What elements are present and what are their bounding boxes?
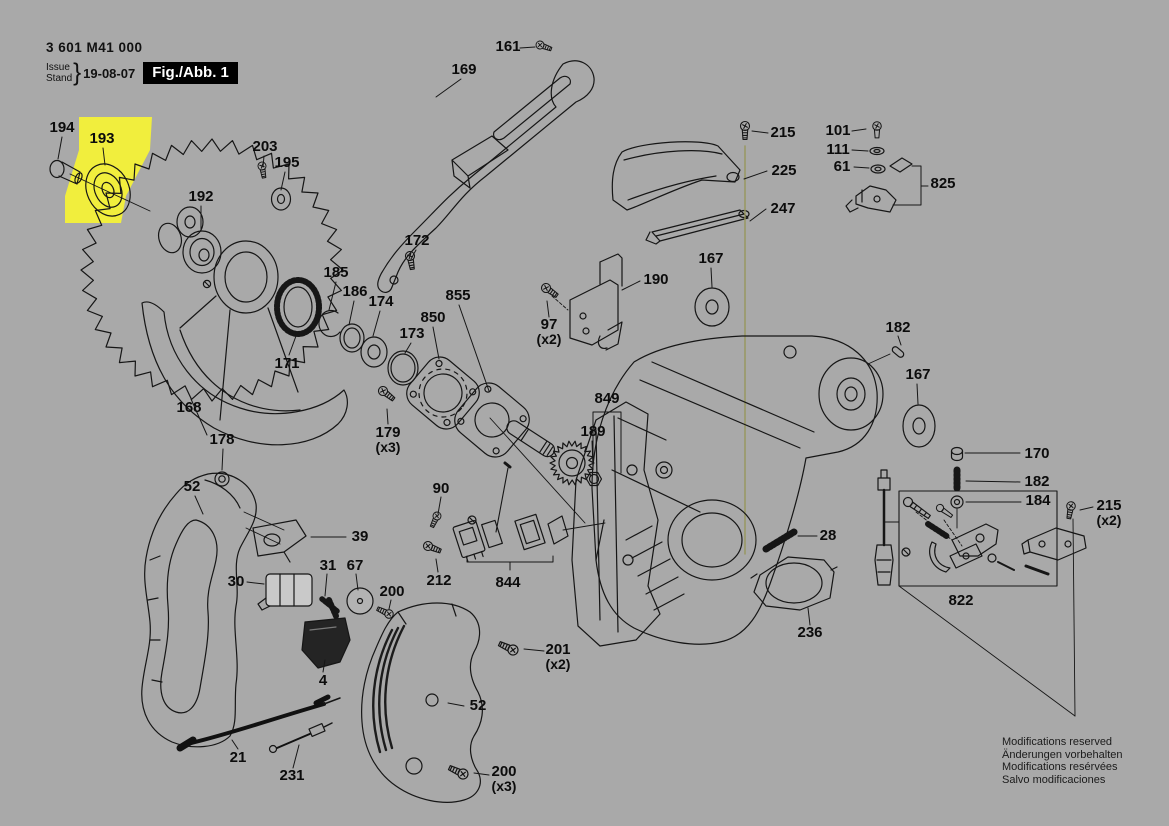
screw-97-drawing bbox=[539, 281, 561, 300]
title-block: 3 601 M41 000 Issue Stand } 19-08-07 Fig… bbox=[46, 40, 238, 87]
screw-161-drawing bbox=[534, 39, 554, 54]
ring-171-drawing bbox=[274, 277, 322, 337]
screw-201-drawing bbox=[496, 638, 521, 658]
ring-186-drawing bbox=[339, 323, 365, 353]
screw-215-top-drawing bbox=[739, 120, 751, 141]
motor-housing-drawing bbox=[591, 335, 884, 645]
bearing-174-drawing bbox=[360, 336, 388, 368]
switch-4-drawing bbox=[301, 597, 351, 669]
lockoff-39-drawing bbox=[252, 519, 307, 563]
issue-date: 19-08-07 bbox=[83, 65, 136, 81]
ring-173-drawing bbox=[387, 350, 419, 386]
blade-guard-168-drawing bbox=[141, 240, 348, 446]
disc-67-drawing bbox=[346, 587, 374, 615]
issue-label-en: Issue bbox=[46, 62, 70, 73]
spring-28-drawing bbox=[762, 528, 798, 553]
hardware-825-group-drawing bbox=[845, 121, 929, 213]
note-line: Salvo modificaciones bbox=[1002, 773, 1106, 786]
cover-225-drawing bbox=[611, 141, 741, 211]
washer-167-left-drawing bbox=[694, 287, 730, 327]
screw-179-drawing bbox=[376, 384, 397, 404]
assembly-822-box bbox=[898, 490, 1058, 587]
note-line: Änderungen vorbehalten bbox=[1002, 748, 1123, 761]
model-number: 3 601 M41 000 bbox=[46, 40, 143, 55]
highlight-region-part-193 bbox=[65, 117, 152, 223]
spindle-drawing bbox=[506, 420, 556, 458]
issue-label-de: Stand bbox=[46, 73, 73, 84]
flange-850-drawing bbox=[406, 356, 480, 430]
bolt-194-drawing bbox=[49, 159, 151, 212]
gasket-855-drawing bbox=[454, 382, 530, 458]
rail-247-drawing bbox=[645, 209, 750, 245]
screw-215-right-drawing bbox=[1064, 500, 1077, 520]
nut-178-drawing bbox=[214, 471, 230, 487]
screw-90-drawing bbox=[427, 510, 443, 530]
handle-52-right-drawing bbox=[361, 602, 483, 803]
circlip-185-drawing bbox=[318, 309, 341, 338]
gear-housing-drawing bbox=[571, 401, 661, 647]
electronics-844-drawing bbox=[452, 461, 606, 563]
screw-172-drawing bbox=[404, 250, 418, 271]
modification-notes: Modifications reserved Änderungen vorbeh… bbox=[1002, 736, 1122, 786]
flange-192-drawing bbox=[157, 222, 222, 289]
arm-169-drawing bbox=[377, 60, 595, 293]
pin-182-drawing bbox=[891, 346, 905, 358]
washer-195-drawing bbox=[270, 187, 292, 211]
brace-glyph: } bbox=[73, 58, 82, 87]
bracket-plate-822-right-drawing bbox=[1021, 527, 1087, 576]
screw-212-drawing bbox=[421, 539, 443, 556]
saw-blade-drawing bbox=[80, 138, 344, 402]
connector-231-drawing bbox=[268, 722, 333, 754]
hardware-170-182-184-drawing bbox=[950, 446, 964, 529]
figure-badge: Fig./Abb. 1 bbox=[143, 62, 238, 84]
leader-lines bbox=[57, 46, 1094, 776]
handle-52-left-drawing bbox=[141, 472, 285, 748]
cable-21-drawing bbox=[176, 694, 341, 752]
screw-203-drawing bbox=[256, 160, 269, 179]
bracket-190-drawing bbox=[551, 253, 623, 351]
washer-167-right-drawing bbox=[902, 404, 936, 448]
note-line: Modifications resérvées bbox=[1002, 761, 1118, 773]
screw-200-bottom-drawing bbox=[446, 762, 471, 782]
note-line: Modifications reserved bbox=[1002, 736, 1113, 748]
cable-assembly-drawing bbox=[874, 469, 900, 586]
gear-189-drawing bbox=[549, 440, 595, 486]
cover-236-drawing bbox=[750, 556, 838, 611]
slider-30-drawing bbox=[257, 573, 313, 611]
nut-drawing bbox=[585, 471, 603, 487]
